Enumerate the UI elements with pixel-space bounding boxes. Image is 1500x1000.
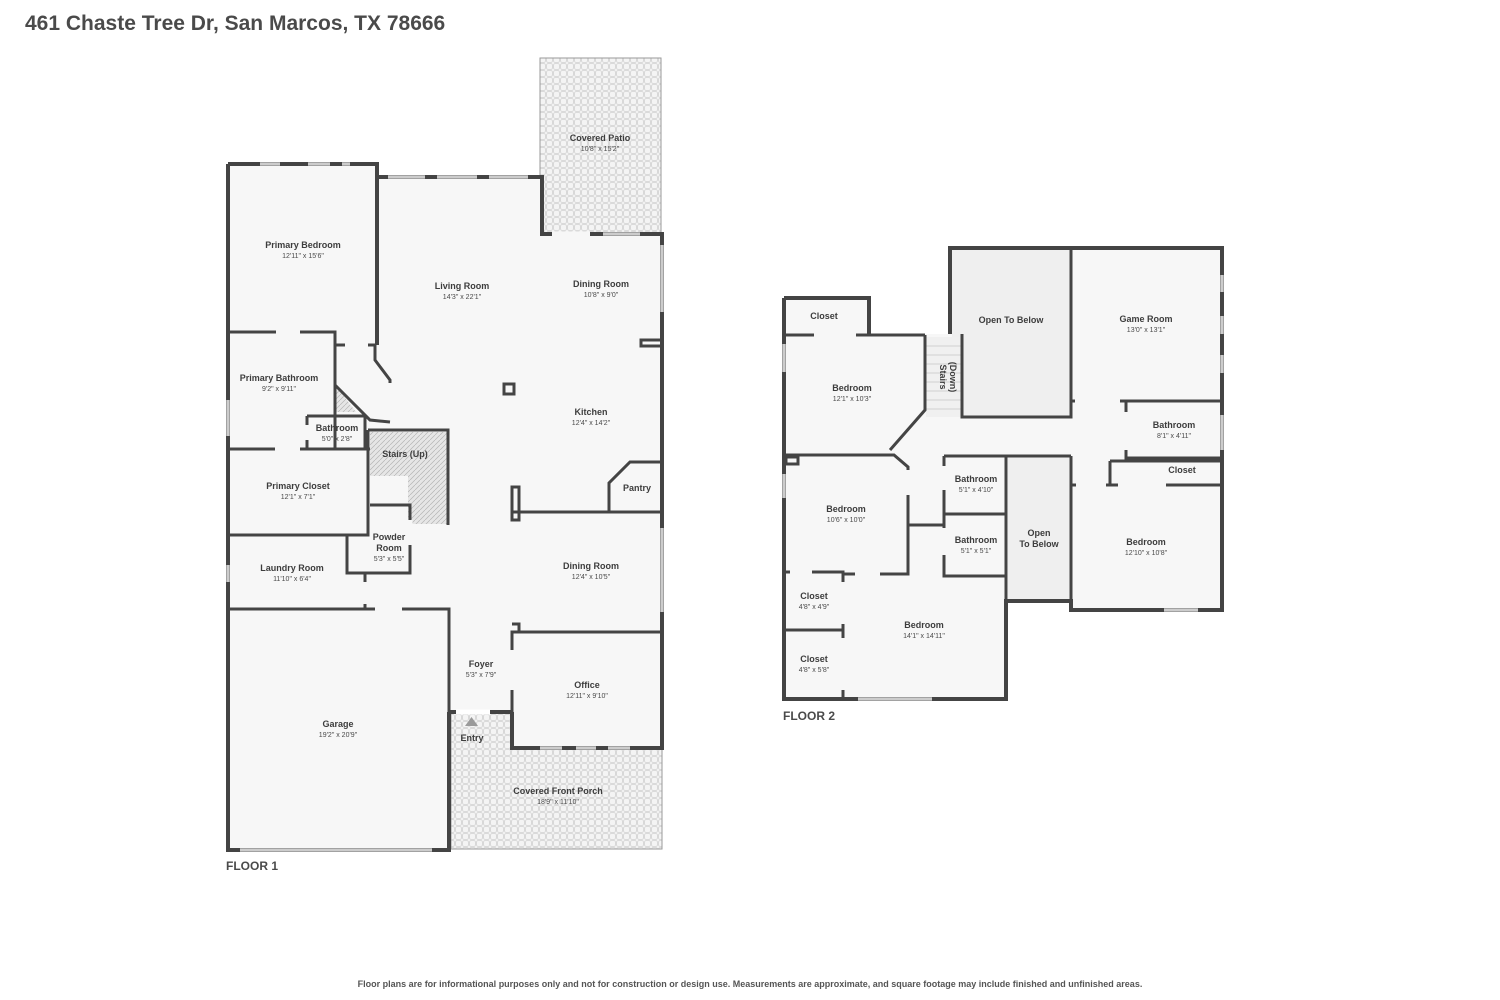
primary-bathroom-label: Primary Bathroom [240, 373, 319, 383]
stairs-down-label-1: Stairs [938, 364, 948, 389]
bathroom-a-dims: 8'1" x 4'11" [1157, 433, 1191, 440]
floor-1-door-gaps [275, 231, 590, 715]
kitchen-dims: 12'4" x 14'2" [572, 420, 611, 427]
bedroom-4-dims: 14'1" x 14'11" [903, 633, 945, 640]
office-label: Office [574, 680, 600, 690]
bedroom-3-label: Bedroom [1126, 537, 1166, 547]
bedroom-3-dims: 12'10" x 10'8" [1125, 550, 1168, 557]
open-to-below-2-label-2: To Below [1019, 539, 1059, 549]
closet-a-label: Closet [800, 591, 828, 601]
open-to-below-1-area [952, 250, 1070, 416]
bedroom-4-label: Bedroom [904, 620, 944, 630]
floor-1: Covered Patio 10'8" x 15'2" Primary Bedr… [226, 57, 664, 873]
bathroom-c-dims: 5'1" x 5'1" [961, 548, 992, 555]
covered-patio-area [539, 57, 662, 235]
powder-room-label-1: Powder [373, 532, 406, 542]
powder-room-label-2: Room [376, 543, 402, 553]
living-room-label: Living Room [435, 281, 490, 291]
garage-dims: 19'2" x 20'9" [319, 732, 358, 739]
kitchen-label: Kitchen [574, 407, 607, 417]
office-dims: 12'11" x 9'10" [566, 693, 608, 700]
stairs-down-label-2: (Down) [948, 362, 958, 393]
covered-patio-dims: 10'8" x 15'2" [581, 146, 620, 153]
bathroom-dims: 5'0" x 2'8" [322, 436, 353, 443]
floor-2-label: FLOOR 2 [783, 709, 835, 723]
dining-room-2-dims: 12'4" x 10'5" [572, 574, 611, 581]
closet-a-dims: 4'8" x 4'9" [799, 604, 830, 611]
stairs-down-area [926, 337, 962, 417]
closet-top-label: Closet [810, 311, 838, 321]
covered-front-porch-dims: 18'9" x 11'10" [537, 799, 579, 806]
primary-bedroom-dims: 12'11" x 15'6" [282, 253, 324, 260]
floor-1-label: FLOOR 1 [226, 859, 278, 873]
open-to-below-2-area [1008, 456, 1070, 600]
closet-b-label: Closet [800, 654, 828, 664]
bedroom-2-label: Bedroom [826, 504, 866, 514]
floor-2-door-gaps [790, 332, 1166, 690]
closet-right-label: Closet [1168, 465, 1196, 475]
stairs-up-label: Stairs (Up) [382, 449, 428, 459]
bathroom-b-dims: 5'1" x 4'10" [959, 487, 994, 494]
open-to-below-1-label: Open To Below [979, 315, 1045, 325]
disclaimer-text: Floor plans are for informational purpos… [357, 979, 1143, 989]
primary-closet-label: Primary Closet [266, 481, 330, 491]
bedroom-1-label: Bedroom [832, 383, 872, 393]
dining-room-1-dims: 10'8" x 9'0" [584, 292, 619, 299]
bathroom-b-label: Bathroom [955, 474, 998, 484]
game-room-label: Game Room [1119, 314, 1172, 324]
foyer-label: Foyer [469, 659, 494, 669]
floor-2-windows [782, 275, 1224, 701]
dining-room-1-label: Dining Room [573, 279, 629, 289]
primary-bedroom-label: Primary Bedroom [265, 240, 341, 250]
bedroom-1-dims: 12'1" x 10'3" [833, 396, 872, 403]
entry-arrow-icon [465, 717, 478, 726]
covered-patio-label: Covered Patio [570, 133, 631, 143]
bathroom-a-label: Bathroom [1153, 420, 1196, 430]
powder-room-dims: 5'3" x 5'5" [374, 556, 405, 563]
bathroom-label: Bathroom [316, 423, 359, 433]
laundry-room-label: Laundry Room [260, 563, 324, 573]
foyer-dims: 5'3" x 7'9" [466, 672, 497, 679]
garage-label: Garage [322, 719, 353, 729]
dining-room-2-label: Dining Room [563, 561, 619, 571]
covered-front-porch-label: Covered Front Porch [513, 786, 603, 796]
pantry-label: Pantry [623, 483, 651, 493]
bedroom-2-dims: 10'6" x 10'0" [827, 517, 866, 524]
open-to-below-2-label-1: Open [1027, 528, 1050, 538]
primary-bathroom-dims: 9'2" x 9'11" [262, 386, 296, 393]
floor-2: Closet Open To Below Game Room 13'0" x 1… [782, 246, 1224, 723]
floor-2-labels: Closet Open To Below Game Room 13'0" x 1… [783, 311, 1196, 723]
floor-1-labels: Covered Patio 10'8" x 15'2" Primary Bedr… [226, 133, 651, 873]
entry-label: Entry [460, 733, 483, 743]
primary-closet-dims: 12'1" x 7'1" [281, 494, 316, 501]
bathroom-c-label: Bathroom [955, 535, 998, 545]
game-room-dims: 13'0" x 13'1" [1127, 327, 1166, 334]
closet-b-dims: 4'8" x 5'8" [799, 667, 830, 674]
floor-1-windows [226, 162, 664, 852]
laundry-room-dims: 11'10" x 6'4" [273, 576, 311, 583]
page-title: 461 Chaste Tree Dr, San Marcos, TX 78666 [25, 12, 446, 35]
living-room-dims: 14'3" x 22'1" [443, 294, 482, 301]
